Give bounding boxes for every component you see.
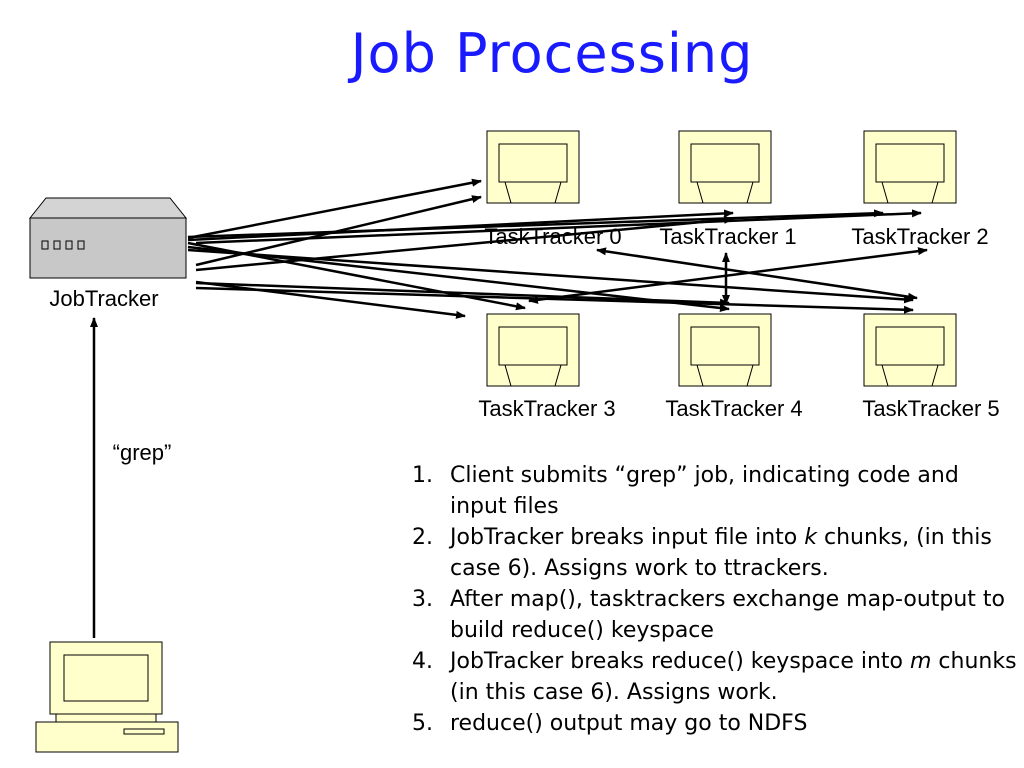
- tasktracker-1-label: TaskTracker 1: [659, 224, 796, 249]
- arrow-jt-tt5-a: [187, 248, 914, 304]
- arrow-jt-tt3-b: [195, 280, 466, 319]
- jobtracker-server-icon: [28, 197, 188, 279]
- tasktracker-0-icon: [486, 130, 580, 204]
- step-text: After map(), tasktrackers exchange map-o…: [450, 587, 1006, 643]
- step-text: reduce() output may go to NDFS: [450, 711, 808, 736]
- arrow-jt-tt0-a: [187, 178, 482, 240]
- step-item: 4. JobTracker breaks reduce() keyspace in…: [412, 646, 1022, 708]
- step-number: 1.: [412, 463, 433, 488]
- tasktracker-1-icon: [678, 130, 772, 204]
- client-computer-icon: [35, 641, 179, 753]
- step-text: m: [909, 649, 932, 674]
- tasktracker-5-label: TaskTracker 5: [862, 396, 999, 421]
- arrow-jt-tt2-b: [195, 209, 922, 245]
- process-steps-list: 1. Client submits “grep” job, indicating …: [412, 460, 1022, 739]
- step-text: k: [804, 525, 817, 550]
- step-text: Client submits “grep” job, indicating co…: [450, 463, 959, 519]
- step-item: 2. JobTracker breaks input file into k ch…: [412, 522, 1022, 584]
- tasktracker-5-icon: [863, 313, 957, 387]
- arrow-jt-tt2-a: [187, 209, 884, 239]
- step-text: chunks (in this case 6). Assigns work.: [450, 649, 1017, 705]
- step-item: 3. After map(), tasktrackers exchange map…: [412, 584, 1022, 646]
- step-item: 1. Client submits “grep” job, indicating …: [412, 460, 1022, 522]
- grep-request-label: “grep”: [113, 440, 172, 465]
- step-text: JobTracker breaks reduce() keyspace into: [450, 649, 910, 674]
- tasktracker-2-label: TaskTracker 2: [851, 224, 988, 249]
- tasktracker-4-icon: [678, 313, 772, 387]
- arrow-exchange-tt3-tt2: [528, 247, 928, 304]
- tasktracker-2-icon: [863, 130, 957, 204]
- tasktracker-0-label: TaskTracker 0: [484, 224, 621, 249]
- step-number: 2.: [412, 525, 433, 550]
- exchange-arrows: [528, 247, 928, 305]
- page-title: Job Processing: [350, 22, 754, 85]
- tasktracker-3-label: TaskTracker 3: [478, 396, 615, 421]
- step-text: chunks, (in this case 6). Assigns work t…: [450, 525, 992, 581]
- arrow-jt-tt5-b: [195, 286, 914, 314]
- step-number: 3.: [412, 587, 433, 612]
- step-number: 4.: [412, 649, 433, 674]
- step-text: JobTracker breaks input file into: [450, 525, 805, 550]
- jobtracker-label: JobTracker: [49, 286, 158, 311]
- step-number: 5.: [412, 711, 433, 736]
- tasktracker-3-icon: [486, 313, 580, 387]
- tasktracker-4-label: TaskTracker 4: [665, 396, 802, 421]
- step-item: 5. reduce() output may go to NDFS: [412, 708, 1022, 739]
